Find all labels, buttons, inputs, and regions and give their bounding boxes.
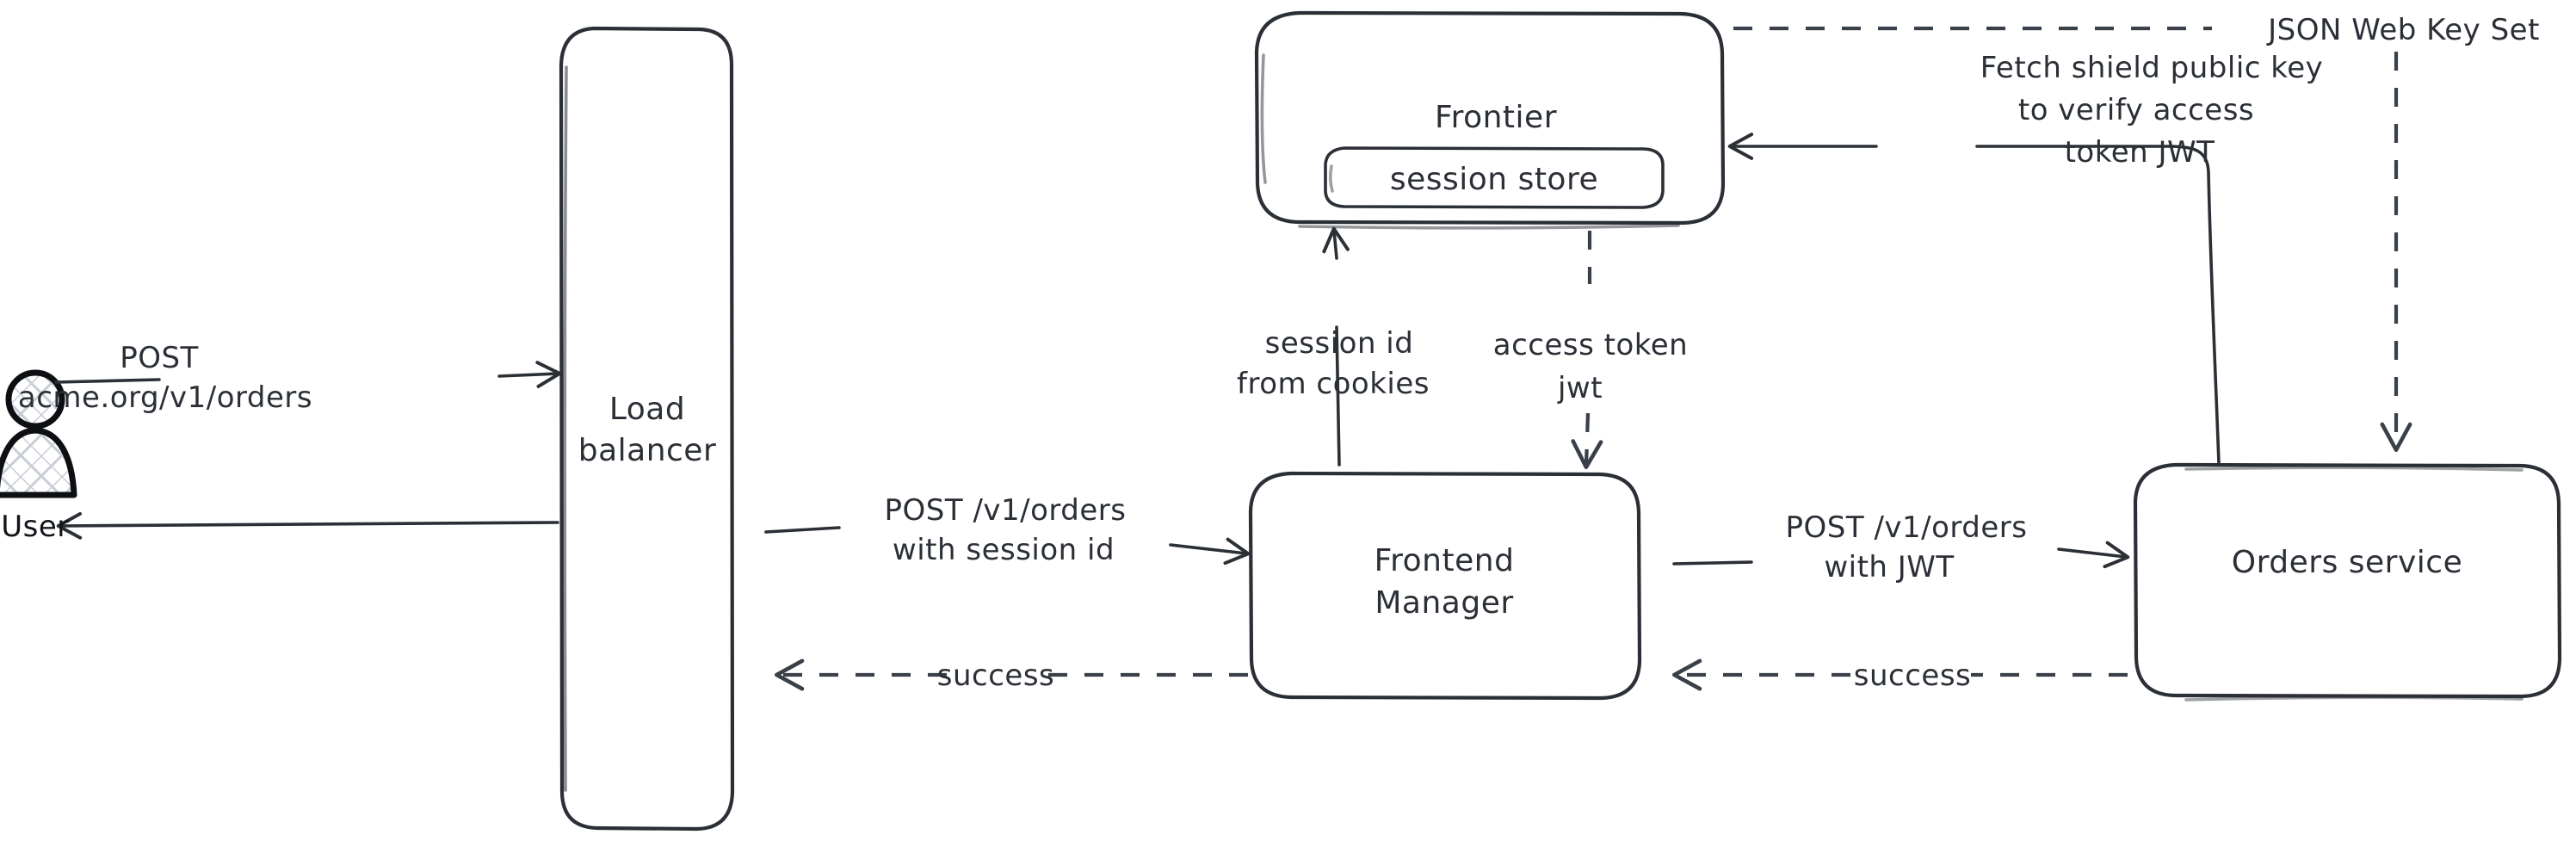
edge-frontend-manager-to-orders-service (1672, 541, 2130, 569)
edge-label-fetch-key-line3: token JWT (2065, 135, 2215, 170)
edge-label-access-token-line1: access token (1493, 328, 1688, 362)
orders-service-label: Orders service (2232, 545, 2462, 580)
frontend-manager-label-line2: Manager (1374, 585, 1513, 621)
edge-orders-service-to-frontier (1727, 133, 2221, 465)
node-orders-service[interactable] (2133, 462, 2562, 702)
edge-label-post-acme-line1: POST (120, 341, 199, 375)
edge-label-session-id-line2: from cookies (1237, 367, 1430, 401)
edge-label-jwks: JSON Web Key Set (2266, 13, 2540, 47)
user-person-icon (0, 369, 77, 498)
load-balancer-label-line1: Load (609, 392, 685, 427)
edge-label-fetch-key-line1: Fetch shield public key (1980, 51, 2324, 85)
frontier-label: Frontier (1435, 100, 1557, 135)
frontend-manager-label-line1: Frontend (1374, 543, 1515, 578)
edge-load-balancer-to-user (56, 511, 559, 540)
edge-label-access-token-line2: jwt (1557, 371, 1603, 405)
edge-label-post-acme-line2: acme.org/v1/orders (18, 380, 312, 415)
edge-jwks-to-orders-service (1733, 26, 2412, 452)
node-session-store[interactable] (1324, 146, 1665, 209)
edge-label-post-session-line2: with session id (893, 533, 1115, 567)
edge-label-session-id-line1: session id (1265, 326, 1414, 361)
edge-frontier-to-frontend-manager (1571, 231, 1603, 469)
edge-label-post-jwt-line1: POST /v1/orders (1786, 510, 2028, 545)
edge-frontend-manager-to-frontier (1322, 226, 1350, 467)
edge-label-success-left: success (937, 658, 1055, 693)
edge-label-post-session-line1: POST /v1/orders (885, 493, 1127, 528)
edge-label-fetch-key-line2: to verify access (2018, 93, 2254, 127)
edge-label-success-right: success (1854, 658, 1972, 693)
node-frontend-manager[interactable] (1248, 471, 1642, 701)
load-balancer-label-line2: balancer (578, 433, 717, 468)
edge-label-post-jwt-line2: with JWT (1824, 550, 1954, 584)
edge-user-to-load-balancer (54, 361, 562, 388)
node-load-balancer[interactable] (559, 26, 735, 832)
session-store-label: session store (1390, 162, 1598, 197)
user-label: User (1, 510, 70, 544)
edge-load-balancer-to-frontend-manager (764, 526, 1251, 566)
